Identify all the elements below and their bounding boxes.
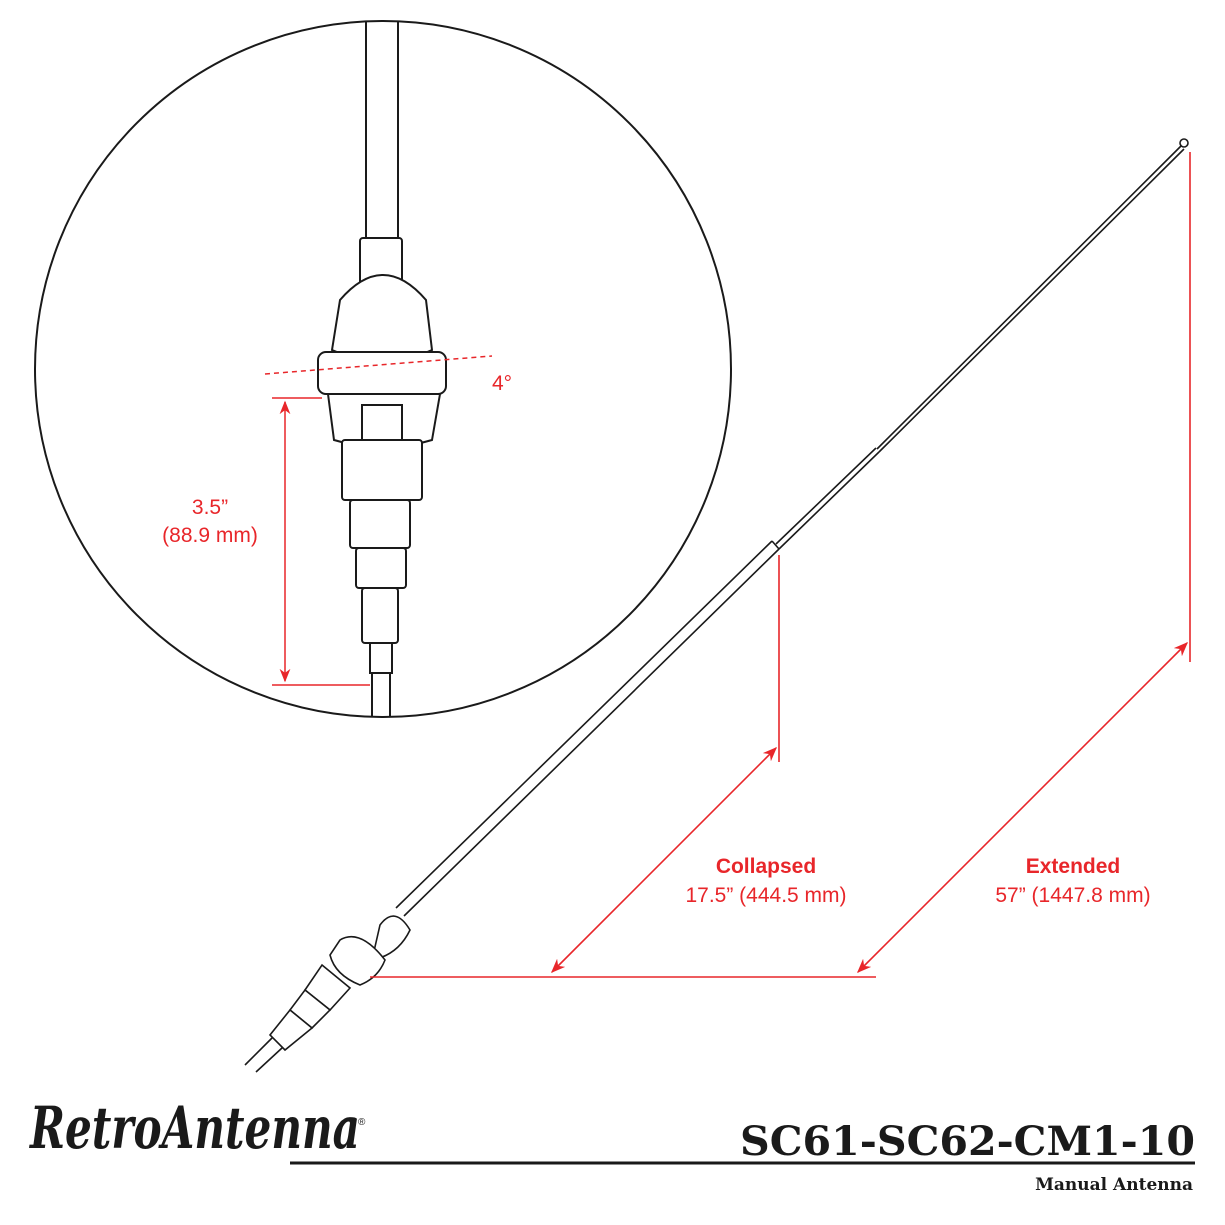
collapsed-arrow — [550, 746, 778, 974]
product-type: Manual Antenna — [1035, 1175, 1193, 1195]
antenna-full — [244, 138, 1189, 1073]
svg-text:RetroAntenna: RetroAntenna — [29, 1094, 360, 1162]
extended-value: 57” (1447.8 mm) — [995, 884, 1150, 907]
model-number: SC61-SC62-CM1-10 — [740, 1118, 1195, 1165]
collapsed-title: Collapsed — [716, 855, 816, 878]
brand-logo: RetroAntenna ® — [29, 1094, 366, 1162]
bezel-nut — [330, 274, 434, 362]
collapsed-value: 17.5” (444.5 mm) — [685, 884, 846, 907]
mast-detail — [365, 22, 399, 240]
dimension-lines — [370, 152, 1191, 978]
fender-ferrule — [317, 351, 447, 395]
svg-text:®: ® — [358, 1117, 366, 1128]
height-metric-label: (88.9 mm) — [162, 524, 258, 547]
height-label: 3.5” — [192, 496, 228, 519]
angle-label: 4° — [492, 372, 512, 395]
angle-reference-line — [264, 355, 493, 375]
detail-magnifier: 4° 3.5” (88.9 mm) — [34, 20, 732, 718]
extended-arrow — [856, 641, 1189, 974]
extended-title: Extended — [1026, 855, 1121, 878]
